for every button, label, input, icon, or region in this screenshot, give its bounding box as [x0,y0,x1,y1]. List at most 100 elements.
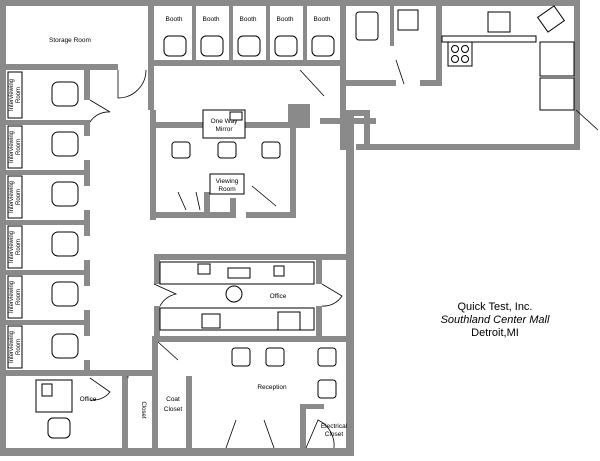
kitchen-chair [536,5,566,33]
entry-doors [225,419,275,449]
interviewing-label: Interviewing [9,181,15,213]
outer-wall-bottom [0,448,354,456]
booth-chairs [163,35,335,57]
interview-door [89,99,111,123]
office-label: Office [270,293,287,300]
restroom-wall-bottom [346,80,396,86]
restroom-sink-icon [397,9,419,31]
reception-chair [317,379,337,399]
viewing-wall-bottom-2 [246,212,296,218]
kitchen-counter-top [441,35,537,43]
stove-icon [447,41,473,67]
interviewing-label: Interviewing [9,281,15,313]
booth-label: Booth [277,16,294,23]
interview-chair [51,81,79,107]
viewing-chair [171,141,191,159]
interview-divider-4 [6,270,90,275]
office-chair [47,417,71,439]
phone-icon [273,265,285,277]
office-door [89,377,111,401]
coat-closet-door [157,341,179,361]
interview-wall-right-2 [84,124,90,136]
interviewing-label-room: Room [16,239,22,255]
corridor-pillar [344,110,370,144]
computer-icon [201,313,221,329]
kitchen-wall-left [436,6,442,86]
burner-icon [461,55,469,63]
viewing-wall-right [290,128,296,218]
phone-icon [41,383,53,397]
interviewing-label: Interviewing [9,131,15,163]
interview-divider-2 [6,170,90,175]
reception-wall-top [154,336,348,342]
interviewing-label-room: Room [16,289,22,305]
fridge-icon [539,41,575,77]
city-name: Detroit,MI [471,327,519,339]
walls [0,0,580,456]
office-label-lower: Office [80,396,97,403]
coat-closet-wall-right [186,376,192,448]
office-chair [225,285,243,303]
interview-chair [51,131,79,157]
viewing-divider [204,192,210,216]
mirror-glass-icon [229,111,243,121]
location-name: Southland Center Mall [440,314,550,326]
interview-label-box [7,225,23,269]
interviewing-label: Interviewing [9,79,15,111]
interview-label-box [7,175,23,219]
kitchen-sink-icon [487,11,511,33]
office-wall-top [154,254,348,260]
wall-upper-right-bottom [356,144,580,150]
office-wall-left-top [154,254,160,284]
booth-divider-1 [192,6,196,60]
viewing-wall-bl [150,200,156,218]
office-wall-right-bottom [316,306,322,342]
coat-closet-label: Closet [164,406,183,413]
viewing-room-label: Room [218,186,235,193]
viewing-wall-corner [288,104,310,128]
interview-divider-1 [6,120,90,125]
closet-wall-left [122,370,128,448]
electrical-closet-label: Closet [325,431,344,438]
office-wall-right-top [316,254,322,284]
computer-icon [197,263,211,275]
booth-chair [200,35,224,57]
interview-room-boxes [7,71,23,369]
booth-divider-3 [266,6,270,60]
interview-wall-right-1 [84,70,90,100]
reception-label: Reception [257,384,287,391]
booth-wall-left [148,6,154,64]
company-name: Quick Test, Inc. [457,301,533,313]
interviewing-label-room: Room [16,87,22,103]
office-desk [35,379,73,413]
booth-door [299,69,325,97]
viewing-label: Viewing [216,178,239,185]
closet-label: Closet [140,401,146,418]
interviewing-label-room: Room [16,139,22,155]
interviewing-label-room: Room [16,189,22,205]
interviewing-label: Interviewing [9,331,15,363]
electrical-door [305,419,335,449]
mirror-label: Mirror [216,126,234,133]
interview-chair [51,181,79,207]
viewing-wall-bottom-1 [150,212,230,218]
interviewing-label-room: Room [16,339,22,355]
booth-divider-4 [303,6,307,60]
office-desk-bottom [159,307,315,331]
interview-divider-5 [6,320,90,325]
kitchen-door [575,109,599,131]
burner-icon [461,45,469,53]
restroom-divider [390,6,394,46]
viewing-door-left [177,191,201,211]
storage-door [117,69,147,99]
booth-label: Booth [166,16,183,23]
booth-label: Booth [314,16,331,23]
office-door-right [321,283,343,307]
interview-label-box [7,125,23,169]
booth-label: Booth [203,16,220,23]
viewing-room-label-box [209,173,245,195]
interview-label-box [7,275,23,319]
interview-label-box [7,71,23,119]
booth-label: Booth [240,16,257,23]
